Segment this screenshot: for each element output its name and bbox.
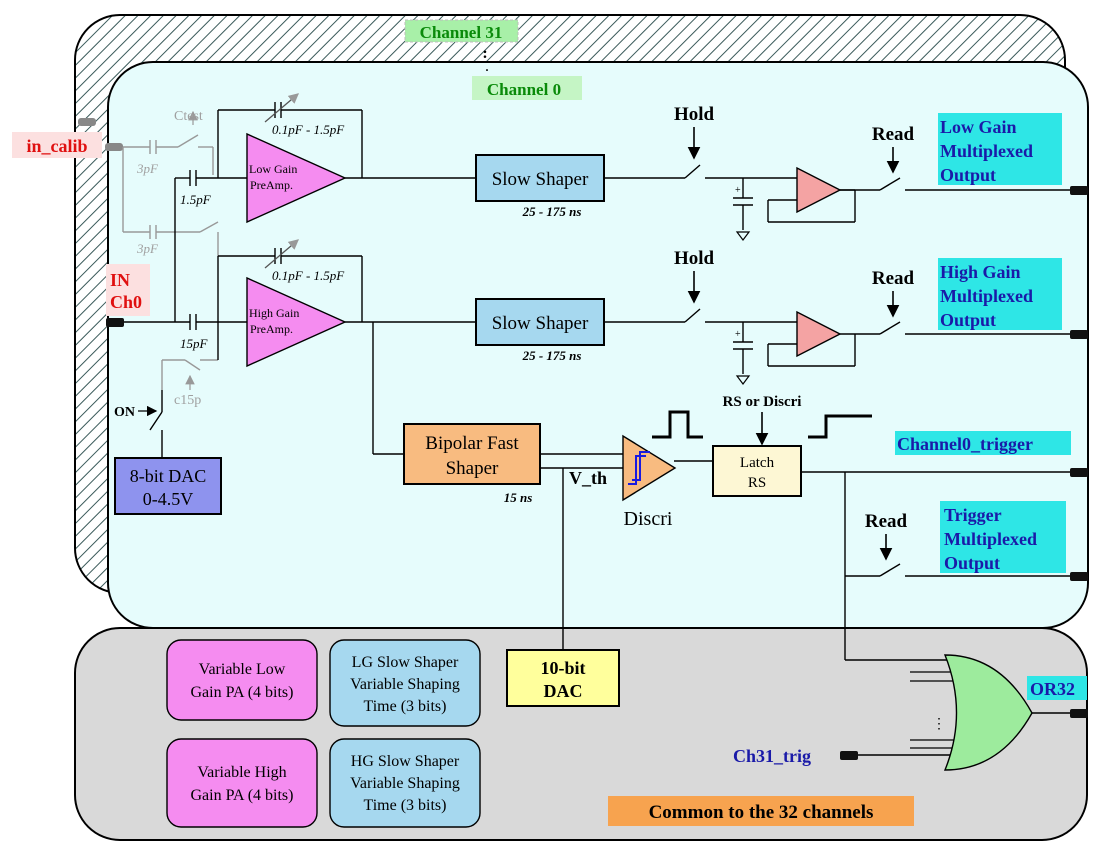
c15p-label: c15p <box>174 393 201 408</box>
hg-hold-label: Hold <box>674 248 715 269</box>
latch-line1: Latch <box>740 455 775 471</box>
ch31-trig-pin <box>840 751 858 760</box>
step-waveform-icon <box>808 414 872 439</box>
hg-feedback-cap-label: 0.1pF - 1.5pF <box>272 268 345 283</box>
lg-slow-shaper <box>475 154 605 202</box>
channel31-label: Channel 31 <box>420 23 503 42</box>
trig-output-pin <box>1070 572 1088 581</box>
or-inputs-ellipsis: ⋮ <box>932 717 946 732</box>
hg-buffer <box>796 310 842 358</box>
hg-ss-box <box>329 738 481 828</box>
trig-output-line1: Trigger <box>944 505 1002 525</box>
calibration-wiring <box>122 134 219 390</box>
ctest-label: Ctest <box>174 109 203 124</box>
hg-ss-line3: Time (3 bits) <box>364 797 447 814</box>
lg-ss-box <box>329 639 481 727</box>
hg-preamp-line2: PreAmp. <box>250 322 293 336</box>
trig-read-label: Read <box>865 511 908 532</box>
channel0-trigger-label: Channel0_trigger <box>897 434 1033 454</box>
lg-output-pin <box>1070 186 1088 195</box>
c1-5pf-label: 1.5pF <box>180 192 212 207</box>
lg-ss-line3: Time (3 bits) <box>364 698 447 715</box>
dac10-box <box>506 649 620 707</box>
lg-hold-label: Hold <box>674 104 715 125</box>
fast-shaper <box>403 423 541 485</box>
in-calib-pin <box>105 143 123 151</box>
lg-output-line1: Low Gain <box>940 117 1017 137</box>
latch-line2: RS <box>748 475 766 491</box>
dac8-box <box>114 457 222 515</box>
ellipsis-dot: · <box>485 63 489 77</box>
hg-slow-shaper <box>475 298 605 346</box>
cap-plus-lg: + <box>735 185 741 196</box>
common-label: Common to the 32 channels <box>649 802 874 823</box>
lg-preamp-line1: Low Gain <box>249 162 297 176</box>
lg-preamp <box>246 132 347 224</box>
hg-output-line2: Multiplexed <box>940 286 1033 306</box>
hg-pa-box <box>166 738 318 828</box>
channel0-trigger-pin <box>1070 468 1088 477</box>
fast-shaper-time: 15 ns <box>504 490 533 505</box>
hg-read-label: Read <box>872 268 915 289</box>
dac8-line1: 8-bit DAC <box>130 466 207 486</box>
latch-rs <box>712 445 802 497</box>
in-calib-label: in_calib <box>26 136 87 156</box>
lg-slow-shaper-time: 25 - 175 ns <box>522 204 582 219</box>
lg-pa-line1: Variable Low <box>199 661 286 678</box>
ground-symbols <box>735 231 751 385</box>
hg-output-line1: High Gain <box>940 262 1021 282</box>
dac8-line2: 0-4.5V <box>143 489 194 509</box>
lg-preamp-line2: PreAmp. <box>250 178 293 192</box>
signal-wiring <box>345 164 1070 756</box>
cap-plus-hg: + <box>735 329 741 340</box>
hg-preamp <box>246 276 347 368</box>
lg-ss-line2: Variable Shaping <box>350 676 460 693</box>
or32-label: OR32 <box>1030 679 1075 699</box>
trig-output-line2: Multiplexed <box>944 529 1037 549</box>
hg-slow-shaper-time: 25 - 175 ns <box>522 348 582 363</box>
pulse-waveform-icon <box>652 410 703 439</box>
trig-output-line3: Output <box>944 553 1000 573</box>
hg-output-line3: Output <box>940 310 996 330</box>
lg-output-line3: Output <box>940 165 996 185</box>
lg-buffer <box>796 166 842 214</box>
lg-feedback-cap-label: 0.1pF - 1.5pF <box>272 122 345 137</box>
input-wiring <box>124 102 363 458</box>
lg-pa-line2: Gain PA (4 bits) <box>191 684 294 701</box>
hg-pa-line1: Variable High <box>197 764 286 781</box>
channel0-label: Channel 0 <box>487 80 561 99</box>
lg-slow-shaper-label: Slow Shaper <box>492 169 589 190</box>
c15pf-label: 15pF <box>180 336 209 351</box>
fast-shaper-line1: Bipolar Fast <box>425 433 519 454</box>
ellipsis-dots: : <box>482 45 487 62</box>
lg-read-label: Read <box>872 124 915 145</box>
lg-pa-box <box>166 639 318 721</box>
hg-output-pin <box>1070 330 1088 339</box>
rs-or-discri-label: RS or Discri <box>723 394 802 410</box>
hg-pa-line2: Gain PA (4 bits) <box>191 787 294 804</box>
in-ch0-label-line2: Ch0 <box>110 292 142 312</box>
vth-label: V_th <box>569 468 607 488</box>
hg-slow-shaper-label: Slow Shaper <box>492 313 589 334</box>
fast-shaper-line2: Shaper <box>446 458 499 479</box>
dac10-line2: DAC <box>544 681 583 701</box>
hg-preamp-line1: High Gain <box>249 306 299 320</box>
or32-pin <box>1070 709 1088 718</box>
dac10-line1: 10-bit <box>541 658 586 678</box>
in-ch0-label-line1: IN <box>110 270 130 290</box>
hg-ss-line2: Variable Shaping <box>350 775 460 792</box>
or32-gate <box>943 654 1033 771</box>
c3pf-top-label: 3pF <box>136 161 159 176</box>
in-ch0-pin <box>106 318 124 327</box>
on-switch-label: ON <box>114 405 135 420</box>
hg-ss-line1: HG Slow Shaper <box>351 753 460 770</box>
discri-label: Discri <box>624 508 673 530</box>
c3pf-bottom-label: 3pF <box>136 241 159 256</box>
lg-ss-line1: LG Slow Shaper <box>352 654 459 671</box>
ch31-trig-label: Ch31_trig <box>733 746 811 766</box>
lg-output-line2: Multiplexed <box>940 141 1033 161</box>
